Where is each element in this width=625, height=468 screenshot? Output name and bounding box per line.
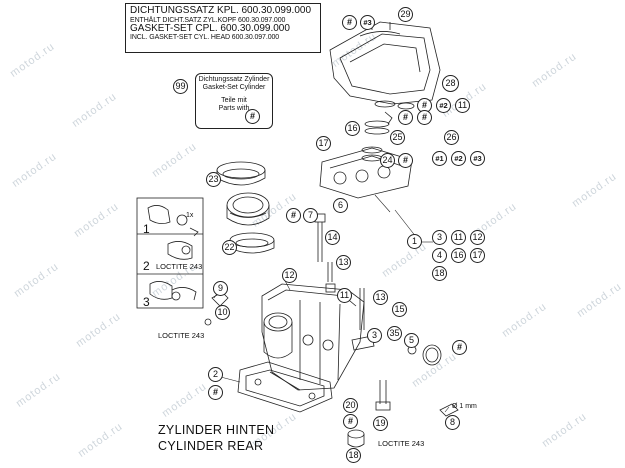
- callout-12: 12: [470, 230, 485, 245]
- callout-18: 18: [432, 266, 447, 281]
- note-line-3: Teile mit: [221, 97, 247, 105]
- callout-hash: #: [417, 110, 432, 125]
- callout-9: 9: [213, 281, 228, 296]
- callout-hash: #: [208, 385, 223, 400]
- callout-2: 2: [208, 367, 223, 382]
- step-2-label: 2: [143, 259, 150, 273]
- callout-28: 28: [442, 75, 459, 92]
- callout-23: 23: [206, 172, 221, 187]
- caption-line-2: CYLINDER REAR: [158, 439, 264, 453]
- callout-26: 26: [444, 130, 459, 145]
- callout-hash-3: #3: [360, 15, 375, 30]
- camshaft-drawing: [319, 111, 413, 199]
- callout-hash-2: #2: [436, 98, 451, 113]
- caption-line-1: ZYLINDER HINTEN: [158, 423, 275, 437]
- callout-hash-2: #2: [451, 151, 466, 166]
- callout-13: 13: [373, 290, 388, 305]
- callout-hash-3: #3: [470, 151, 485, 166]
- callout-35: 35: [387, 326, 402, 341]
- callout-20: 20: [343, 398, 358, 413]
- callout-1: 1: [407, 234, 422, 249]
- callout-11: 11: [455, 98, 470, 113]
- quantity-label: 1x: [186, 212, 194, 219]
- note-line-4: Parts with: [218, 105, 250, 113]
- cylinder-rings-drawing: [216, 161, 275, 254]
- loctite-label-step-2: LOCTITE 243: [156, 262, 203, 271]
- loctite-label-head: LOCTITE 243: [158, 331, 205, 340]
- callout-hash: #: [286, 208, 301, 223]
- callout-12: 12: [282, 268, 297, 283]
- callout-25: 25: [390, 130, 405, 145]
- callout-17: 17: [470, 248, 485, 263]
- step-3-label: 3: [143, 295, 150, 309]
- bolts-drawing: [204, 213, 459, 448]
- callout-17: 17: [316, 136, 331, 151]
- callout-hash: #: [398, 153, 413, 168]
- callout-hash: #: [452, 340, 467, 355]
- callout-19: 19: [373, 416, 388, 431]
- callout-11: 11: [337, 288, 352, 303]
- callout-22: 22: [222, 240, 237, 255]
- callout-10: 10: [215, 305, 230, 320]
- dimension-label: Ø 1 mm: [452, 403, 477, 410]
- callout-13: 13: [336, 255, 351, 270]
- callout-7: 7: [303, 208, 318, 223]
- callout-29: 29: [398, 7, 413, 22]
- callout-5: 5: [404, 333, 419, 348]
- step-boxes-drawing: [136, 197, 204, 309]
- callout-3: 3: [432, 230, 447, 245]
- callout-6: 6: [333, 198, 348, 213]
- callout-18: 18: [346, 448, 361, 463]
- callout-3: 3: [367, 328, 382, 343]
- leader-lines: [212, 194, 450, 413]
- callout-hash: #: [398, 110, 413, 125]
- callout-hash: #: [343, 414, 358, 429]
- callout-24: 24: [380, 153, 395, 168]
- header-line-3: GASKET-SET CPL. 600.30.099.000: [130, 22, 290, 34]
- callout-11: 11: [451, 230, 466, 245]
- header-line-4: INCL. GASKET-SET CYL. HEAD 600.30.097.00…: [130, 34, 280, 42]
- callout-16: 16: [345, 121, 360, 136]
- gasket-set-cylinder-note: Dichtungssatz Zylinder Gasket-Set Cylind…: [195, 73, 273, 129]
- note-line-2: Gasket-Set Cylinder: [202, 84, 266, 92]
- callout-8: 8: [445, 415, 460, 430]
- cylinder-head-drawing: [237, 283, 365, 413]
- header-line-2: ENTHÄLT DICHT.SATZ ZYL.KOPF 600.30.097.0…: [130, 16, 286, 24]
- callout-15: 15: [392, 302, 407, 317]
- note-hash-callout: #: [245, 109, 260, 124]
- callout-4: 4: [432, 248, 447, 263]
- note-line-1: Dichtungssatz Zylinder: [198, 76, 270, 83]
- step-1-label: 1: [143, 222, 150, 236]
- header-line-1: DICHTUNGSSATZ KPL. 600.30.099.000: [130, 5, 312, 16]
- callout-hash: #: [342, 15, 357, 30]
- callout-hash-1: #1: [432, 151, 447, 166]
- callout-16: 16: [451, 248, 466, 263]
- loctite-label-bottom: LOCTITE 243: [378, 439, 425, 448]
- callout-99: 99: [173, 79, 188, 94]
- valve-cover-drawing: [329, 21, 441, 110]
- callout-14: 14: [325, 230, 340, 245]
- gasket-set-header-box: DICHTUNGSSATZ KPL. 600.30.099.000 ENTHÄL…: [125, 3, 321, 53]
